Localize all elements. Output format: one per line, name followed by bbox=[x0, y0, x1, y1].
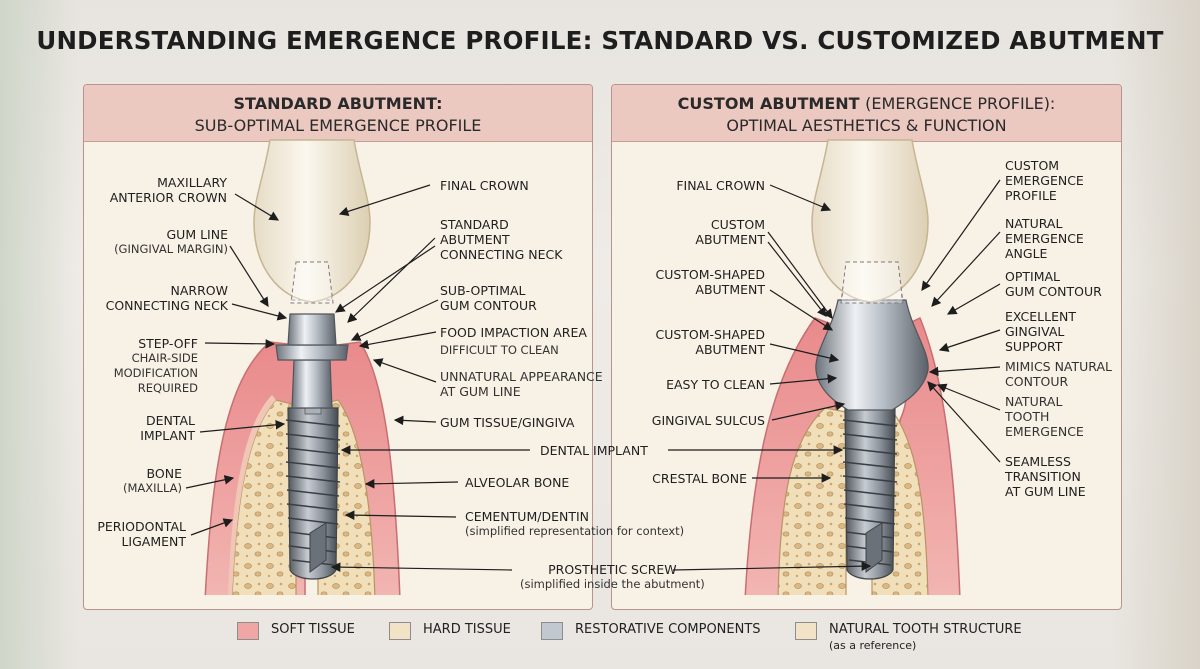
label-alveolar-bone: ALVEOLAR BONE bbox=[465, 475, 570, 490]
label-cementum: CEMENTUM/DENTIN (simplified representati… bbox=[465, 509, 685, 538]
label-seamless-transition: SEAMLESS TRANSITION AT GUM LINE bbox=[1005, 454, 1086, 499]
label-custom-emergence-profile: CUSTOM EMERGENCE PROFILE bbox=[1005, 158, 1084, 203]
right-crown bbox=[811, 139, 929, 304]
legend-swatch-restorative bbox=[541, 622, 563, 640]
background-left-blur bbox=[0, 0, 80, 669]
label-gum-tissue: GUM TISSUE/GINGIVA bbox=[440, 415, 575, 430]
right-leader-lines bbox=[752, 179, 1001, 483]
right-base-mask bbox=[720, 595, 980, 609]
label-easy-to-clean: EASY TO CLEAN bbox=[666, 377, 765, 392]
label-food-impaction: FOOD IMPACTION AREA DIFFICULT TO CLEAN bbox=[440, 325, 587, 357]
label-optimal-gum-contour: OPTIMAL GUM CONTOUR bbox=[1005, 269, 1102, 299]
left-crown bbox=[253, 139, 371, 304]
legend-soft-tissue: SOFT TISSUE bbox=[237, 622, 355, 650]
legend-hard-tissue: HARD TISSUE bbox=[389, 622, 511, 650]
page-title: UNDERSTANDING EMERGENCE PROFILE: STANDAR… bbox=[36, 26, 1164, 55]
label-mimics-natural: MIMICS NATURAL CONTOUR bbox=[1005, 359, 1112, 389]
label-left-final-crown: FINAL CROWN bbox=[440, 178, 529, 193]
label-crestal-bone: CRESTAL BONE bbox=[652, 471, 747, 486]
left-implant-body bbox=[285, 399, 341, 580]
custom-panel-header: CUSTOM ABUTMENT (EMERGENCE PROFILE): OPT… bbox=[612, 85, 1121, 142]
legend-swatch-soft-tissue bbox=[237, 622, 259, 640]
label-shared-dental-implant: DENTAL IMPLANT bbox=[540, 443, 648, 458]
legend-restorative: RESTORATIVE COMPONENTS bbox=[541, 622, 761, 650]
shared-leader-lines bbox=[330, 445, 872, 572]
label-suboptimal-contour: SUB-OPTIMAL GUM CONTOUR bbox=[440, 283, 537, 313]
standard-panel-subheading: SUB-OPTIMAL EMERGENCE PROFILE bbox=[194, 116, 482, 135]
left-abutment bbox=[275, 263, 349, 409]
left-base-mask bbox=[175, 595, 425, 609]
label-gingival-sulcus: GINGIVAL SULCUS bbox=[651, 413, 765, 428]
custom-panel-heading: CUSTOM ABUTMENT (EMERGENCE PROFILE): bbox=[677, 94, 1056, 113]
label-natural-tooth-emergence: NATURAL TOOTH EMERGENCE bbox=[1005, 394, 1084, 439]
label-unnatural-appearance: UNNATURAL APPEARANCE AT GUM LINE bbox=[440, 369, 603, 399]
legend-swatch-natural-tooth bbox=[795, 622, 817, 640]
label-bone: BONE(MAXILLA) bbox=[123, 466, 182, 495]
label-step-off: STEP-OFF CHAIR-SIDE MODIFICATION REQUIRE… bbox=[113, 336, 198, 395]
custom-panel-subheading: OPTIMAL AESTHETICS & FUNCTION bbox=[726, 116, 1007, 135]
label-gum-line: GUM LINE(GINGIVAL MARGIN) bbox=[114, 227, 228, 256]
label-standard-neck: STANDARD ABUTMENT CONNECTING NECK bbox=[440, 217, 563, 262]
legend-natural-tooth: NATURAL TOOTH STRUCTURE (as a reference) bbox=[795, 622, 1022, 652]
label-prosthetic-screw: PROSTHETIC SCREW (simplified inside the … bbox=[520, 562, 705, 591]
background-right-blur bbox=[1110, 0, 1200, 669]
label-right-final-crown: FINAL CROWN bbox=[676, 178, 765, 193]
label-natural-emergence-angle: NATURAL EMERGENCE ANGLE bbox=[1005, 216, 1084, 261]
left-leader-lines bbox=[185, 184, 459, 536]
right-implant-body bbox=[842, 407, 898, 580]
standard-panel-heading: STANDARD ABUTMENT: bbox=[233, 94, 443, 113]
label-excellent-support: EXCELLENT GINGIVAL SUPPORT bbox=[1005, 309, 1076, 354]
legend-swatch-hard-tissue bbox=[389, 622, 411, 640]
